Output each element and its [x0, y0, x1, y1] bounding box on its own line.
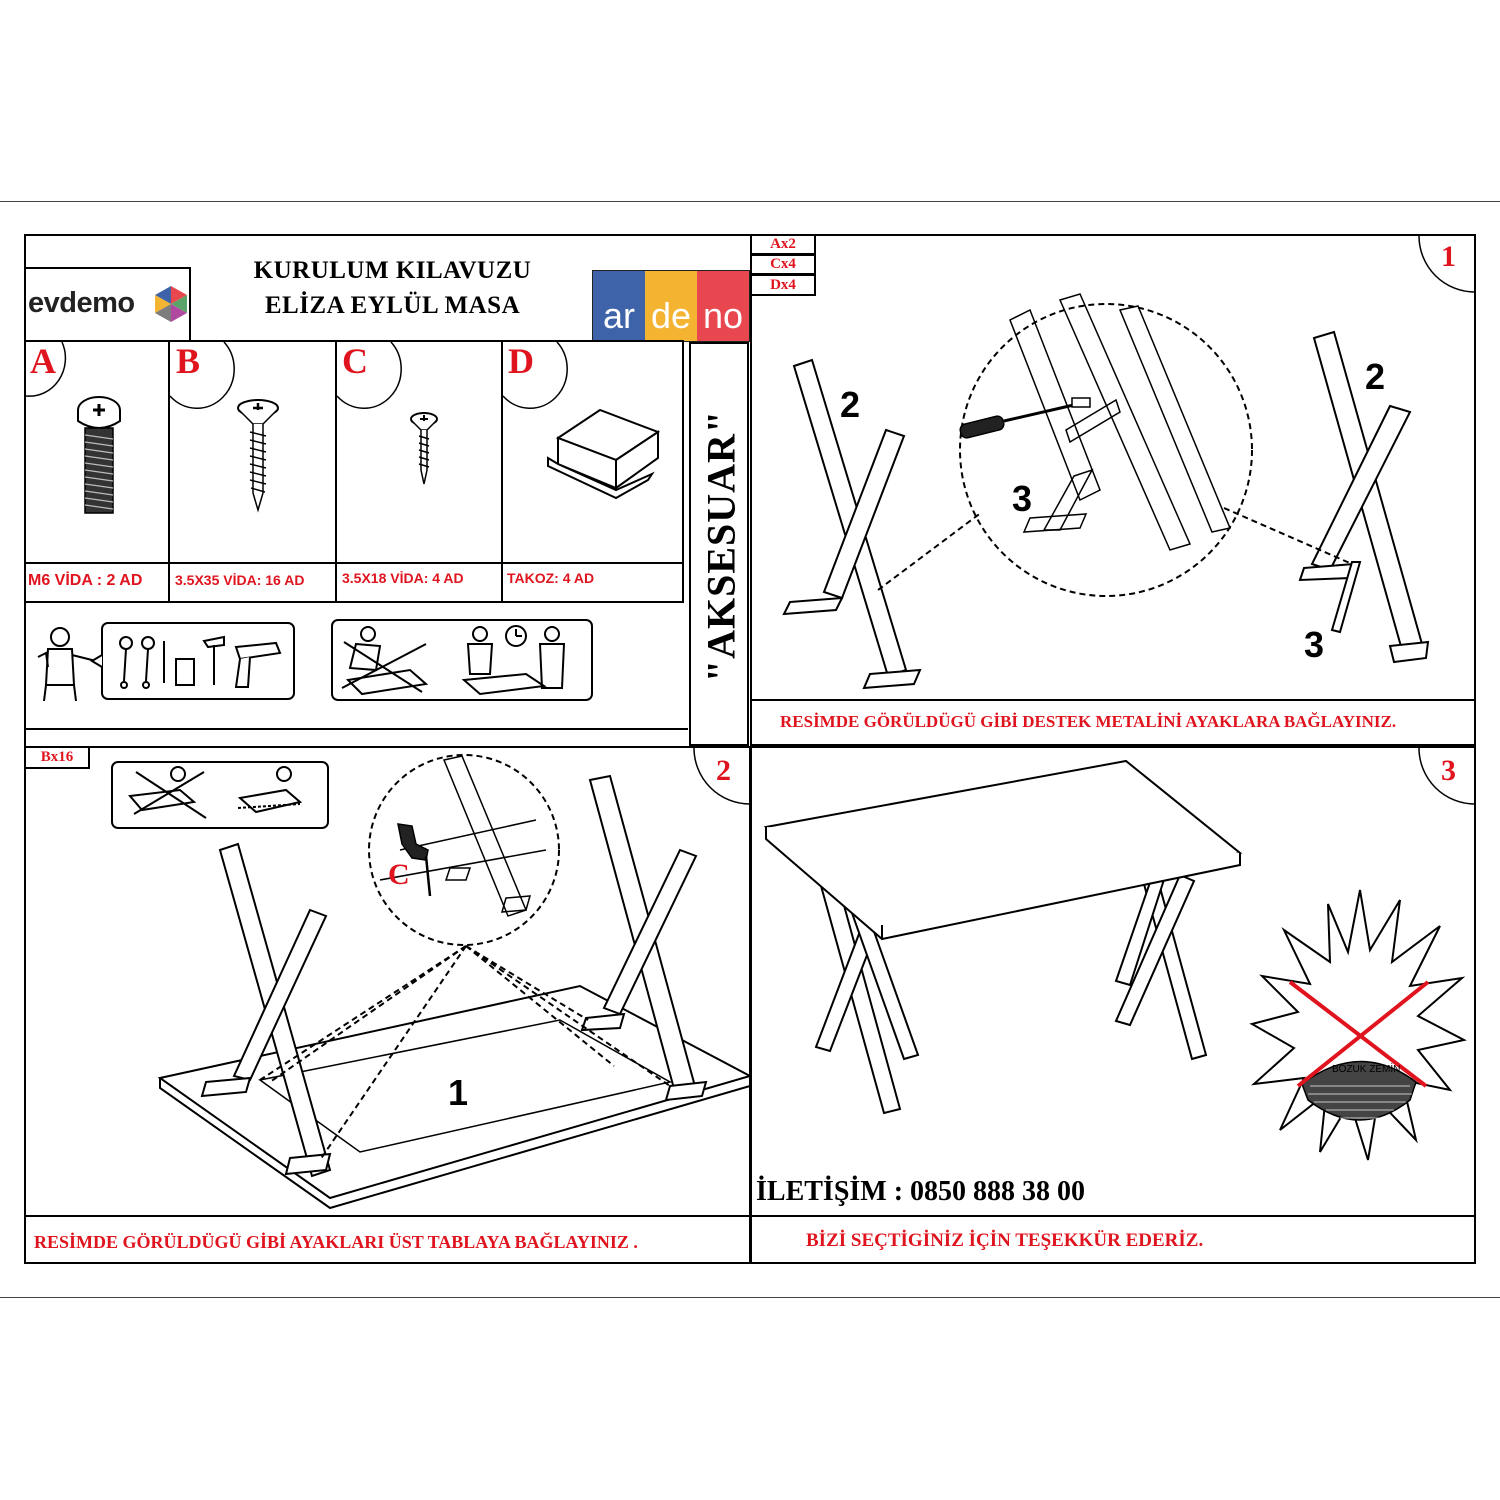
accessory-box: "AKSESUAR": [689, 342, 749, 746]
step-2-callout-table-top: 1: [448, 1072, 469, 1113]
step-3-assembled-table: [763, 759, 1243, 1115]
partner-logo-part-3: no: [697, 271, 749, 341]
part-letter-a: A: [30, 341, 56, 381]
step-2-number: 2: [716, 754, 731, 787]
step-1-callout-support-detail: 3: [1012, 478, 1033, 519]
assembly-care-pictogram: [331, 619, 593, 701]
part-letter-c: C: [342, 341, 368, 381]
step-2-qty: Bx16: [24, 746, 90, 769]
top-rule: [0, 201, 1500, 202]
part-label-c: 3.5X18 VİDA: 4 AD: [342, 570, 464, 586]
contact-phone: İLETİŞİM : 0850 888 38 00: [756, 1176, 1086, 1207]
step-2-illustration: [157, 754, 753, 1210]
brand-emblem-icon: [155, 286, 187, 322]
part-label-b: 3.5X35 VİDA: 16 AD: [175, 572, 305, 588]
part-tab-arcs: [25, 341, 568, 409]
part-label-d: TAKOZ: 4 AD: [507, 570, 595, 586]
part-letter-b: B: [176, 341, 201, 381]
step-1-callout-support: 3: [1304, 624, 1325, 665]
partner-logo-part-1: ar: [593, 271, 645, 341]
step-1-qty-2: Cx4: [750, 254, 816, 275]
step-2-care-pictogram: [111, 761, 329, 829]
header-bottom-rule: [24, 728, 688, 730]
step-3-caption-box: [750, 1215, 1476, 1264]
m6-screw-icon: [77, 396, 121, 514]
parts-divider-2: [335, 340, 337, 603]
brand-logo-box: evdemo: [24, 267, 191, 342]
accessory-label: "AKSESUAR": [698, 409, 744, 683]
step-2-caption-box: [24, 1215, 751, 1264]
parts-divider-1: [168, 340, 170, 603]
step-3-number: 3: [1441, 754, 1456, 787]
step-2-tab-arc: [693, 747, 751, 805]
part-letter-d: D: [508, 341, 534, 381]
uneven-floor-warning-icon: [1249, 889, 1467, 1161]
document-title: KURULUM KILAVUZU: [253, 257, 532, 284]
step-1-callout-left-leg: 2: [840, 384, 861, 425]
step-2-caption: RESİMDE GÖRÜLDÜGÜ GİBİ AYAKLARI ÜST TABL…: [34, 1232, 638, 1252]
step-1-qty-1: Ax2: [750, 234, 816, 255]
wood-screw-18-icon: [410, 412, 438, 485]
product-name: ELİZA EYLÜL MASA: [264, 292, 521, 319]
foot-pad-icon: [547, 408, 661, 500]
step-1-qty-3: Dx4: [750, 274, 816, 296]
uneven-floor-label: BOZUK ZEMİN: [1332, 1064, 1401, 1075]
step-1-number: 1: [1441, 240, 1456, 273]
parts-divider-3: [501, 340, 503, 603]
bottom-rule: [0, 1297, 1500, 1298]
step-3-tab-arc: [1418, 747, 1476, 805]
tools-required-pictogram: [37, 622, 295, 702]
step-2-callout-screw: C: [388, 858, 410, 891]
part-label-a: M6 VİDA : 2 AD: [28, 572, 143, 589]
partner-logo-part-2: de: [645, 271, 697, 341]
parts-label-row-rule: [24, 562, 684, 564]
step-3-caption: BİZİ SEÇTİGİNİZ İÇİN TEŞEKKÜR EDERİZ.: [806, 1230, 1204, 1251]
step-1-caption-box: [750, 699, 1476, 746]
step-1-illustration: [782, 293, 1430, 690]
wood-screw-35-icon: [237, 399, 279, 513]
brand-logo: evdemo: [28, 287, 135, 319]
step-1-callout-right-leg: 2: [1365, 356, 1386, 397]
step-1-tab-arc: [1418, 235, 1476, 293]
step-1-caption: RESİMDE GÖRÜLDÜGÜ GİBİ DESTEK METALİNİ A…: [780, 712, 1397, 731]
